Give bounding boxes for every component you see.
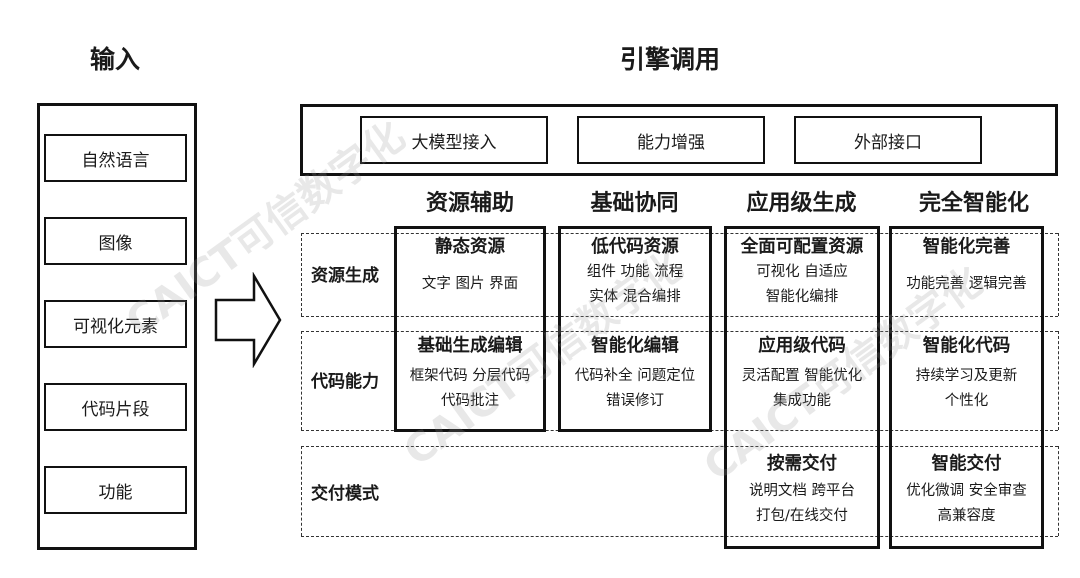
row-label-resource-gen: 资源生成 <box>311 265 379 286</box>
cell-line: 持续学习及更新 <box>915 368 1018 384</box>
cell-line: 文字 图片 界面 <box>421 276 519 292</box>
input-title: 输入 <box>89 45 140 74</box>
row-label-delivery-mode: 交付模式 <box>311 483 379 504</box>
row-border <box>301 536 1058 537</box>
right-arrow-icon <box>214 272 282 368</box>
column-header-full-intelligence: 完全智能化 <box>918 191 1029 216</box>
column-header-resource-assist: 资源辅助 <box>425 191 514 216</box>
top-box-capability-enhance: 能力增强 <box>577 116 765 164</box>
cell-title: 智能交付 <box>931 454 1002 474</box>
engine-top-panel <box>300 104 1058 176</box>
column-header-app-generation: 应用级生成 <box>746 191 857 216</box>
input-item-natural-language: 自然语言 <box>44 134 187 182</box>
cell-lowcode-resource: 低代码资源 组件 功能 流程 实体 混合编排 <box>561 236 709 310</box>
row-border <box>1058 446 1059 536</box>
column-box-resource-assist <box>394 226 546 432</box>
cell-title: 基础生成编辑 <box>417 336 523 356</box>
row-border <box>1058 331 1059 430</box>
row-border <box>301 446 302 536</box>
cell-configurable-resource: 全面可配置资源 可视化 自适应 智能化编排 <box>727 236 877 310</box>
cell-line: 个性化 <box>944 393 989 409</box>
cell-title: 智能化完善 <box>922 237 1011 257</box>
row-border <box>301 446 1058 447</box>
column-box-basic-collab <box>558 226 712 432</box>
row-label-code-capability: 代码能力 <box>311 371 379 392</box>
cell-line: 错误修订 <box>606 393 664 409</box>
input-item-visual-elements: 可视化元素 <box>44 300 187 348</box>
input-item-code-snippet: 代码片段 <box>44 383 187 431</box>
cell-line: 代码批注 <box>441 393 499 409</box>
column-header-basic-collab: 基础协同 <box>590 191 679 216</box>
cell-line: 代码补全 问题定位 <box>574 368 696 384</box>
cell-line: 优化微调 安全审查 <box>906 483 1027 499</box>
cell-intelligent-refine: 智能化完善 功能完善 逻辑完善 <box>892 236 1041 297</box>
top-box-external-interface: 外部接口 <box>794 116 982 164</box>
cell-title: 智能化编辑 <box>591 336 679 356</box>
cell-basic-gen-edit: 基础生成编辑 框架代码 分层代码 代码批注 <box>397 335 543 414</box>
input-panel <box>37 103 197 550</box>
cell-title: 智能化代码 <box>922 336 1011 356</box>
row-border <box>1058 233 1059 316</box>
cell-intelligent-delivery: 智能交付 优化微调 安全审查 高兼容度 <box>892 453 1041 529</box>
row-border <box>301 316 1058 317</box>
cell-line: 说明文档 跨平台 <box>748 483 856 499</box>
row-border <box>301 233 302 316</box>
cell-on-demand-delivery: 按需交付 说明文档 跨平台 打包/在线交付 <box>727 453 877 529</box>
row-border <box>301 233 1058 234</box>
cell-intelligent-code: 智能化代码 持续学习及更新 个性化 <box>892 335 1041 414</box>
cell-line: 高兼容度 <box>937 508 996 524</box>
cell-line: 功能完善 逻辑完善 <box>906 276 1027 292</box>
column-box-full-intelligence <box>889 226 1044 549</box>
cell-line: 智能化编排 <box>765 289 839 305</box>
row-border <box>301 331 302 430</box>
row-border <box>301 331 1058 332</box>
input-item-image: 图像 <box>44 217 187 265</box>
cell-title: 低代码资源 <box>591 237 679 257</box>
cell-title: 全面可配置资源 <box>740 237 864 257</box>
top-box-llm-access: 大模型接入 <box>360 116 548 164</box>
cell-app-level-code: 应用级代码 灵活配置 智能优化 集成功能 <box>727 335 877 414</box>
engine-title: 引擎调用 <box>619 45 720 74</box>
cell-line: 灵活配置 智能优化 <box>741 368 863 384</box>
cell-line: 组件 功能 流程 <box>586 264 684 280</box>
cell-static-resource: 静态资源 文字 图片 界面 <box>397 236 543 297</box>
cell-line: 集成功能 <box>773 393 831 409</box>
input-item-function: 功能 <box>44 466 187 514</box>
cell-title: 静态资源 <box>435 237 505 257</box>
cell-line: 可视化 自适应 <box>756 264 848 280</box>
cell-line: 打包/在线交付 <box>756 508 848 524</box>
cell-title: 应用级代码 <box>758 336 846 356</box>
cell-line: 实体 混合编排 <box>589 289 681 305</box>
cell-title: 按需交付 <box>767 454 837 474</box>
cell-line: 框架代码 分层代码 <box>409 368 531 384</box>
cell-intelligent-edit: 智能化编辑 代码补全 问题定位 错误修订 <box>561 335 709 414</box>
column-box-app-generation <box>724 226 880 549</box>
